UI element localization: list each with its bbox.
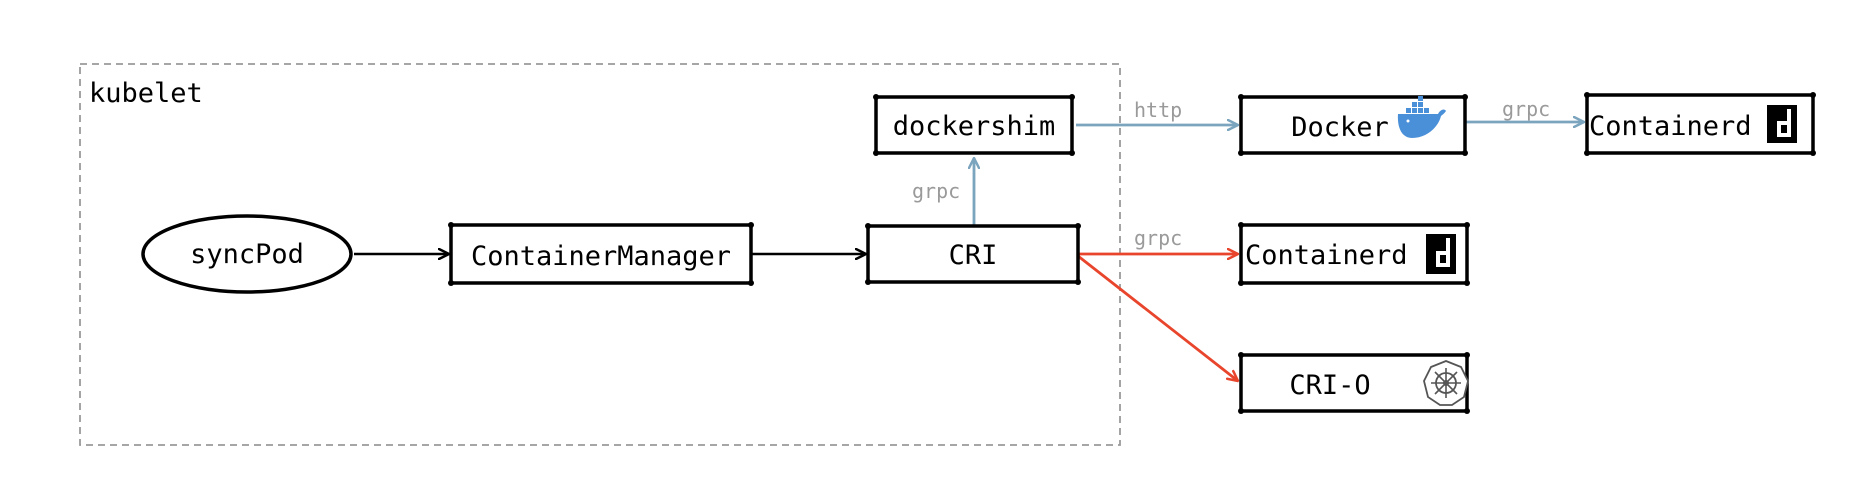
cri-label: CRI: [949, 240, 998, 271]
dockershim-box: [874, 95, 1074, 155]
node-dockershim: dockershim: [873, 94, 1075, 156]
edges-red: grpc: [1077, 226, 1238, 381]
containerd-icon: [1426, 234, 1456, 274]
syncpod-label: syncPod: [190, 239, 304, 270]
kubelet-label: kubelet: [89, 78, 203, 109]
edge-label-dockershim-docker: http: [1134, 98, 1182, 122]
containerd-mid-label: Containerd: [1245, 240, 1408, 271]
edge-label-docker-containerd: grpc: [1502, 97, 1550, 121]
node-containerd-mid: Containerd: [1238, 222, 1470, 286]
edge-label-cri-dockershim: grpc: [912, 179, 960, 203]
node-syncpod: syncPod: [141, 214, 353, 294]
kubernetes-helm-icon: [1423, 360, 1469, 406]
container-manager-label: ContainerManager: [471, 241, 731, 272]
edge-cri-crio: [1077, 254, 1238, 381]
containerd-icon: [1767, 105, 1797, 143]
dockershim-label: dockershim: [893, 111, 1056, 142]
node-containerd-top: Containerd: [1584, 92, 1816, 156]
syncpod-ellipse: [141, 214, 353, 294]
node-crio: CRI-O: [1238, 352, 1470, 414]
edge-label-cri-containerd: grpc: [1134, 226, 1182, 250]
containerd-top-label: Containerd: [1589, 111, 1752, 142]
edges-blue: grpc http grpc: [912, 97, 1584, 226]
container-manager-box: [449, 223, 753, 285]
docker-label: Docker: [1291, 112, 1389, 143]
docker-whale-icon: [1397, 96, 1446, 138]
node-cri: CRI: [865, 223, 1081, 285]
node-container-manager: ContainerManager: [448, 222, 754, 286]
node-docker: Docker: [1238, 94, 1468, 156]
crio-label: CRI-O: [1289, 370, 1370, 401]
cri-box: [866, 224, 1080, 284]
